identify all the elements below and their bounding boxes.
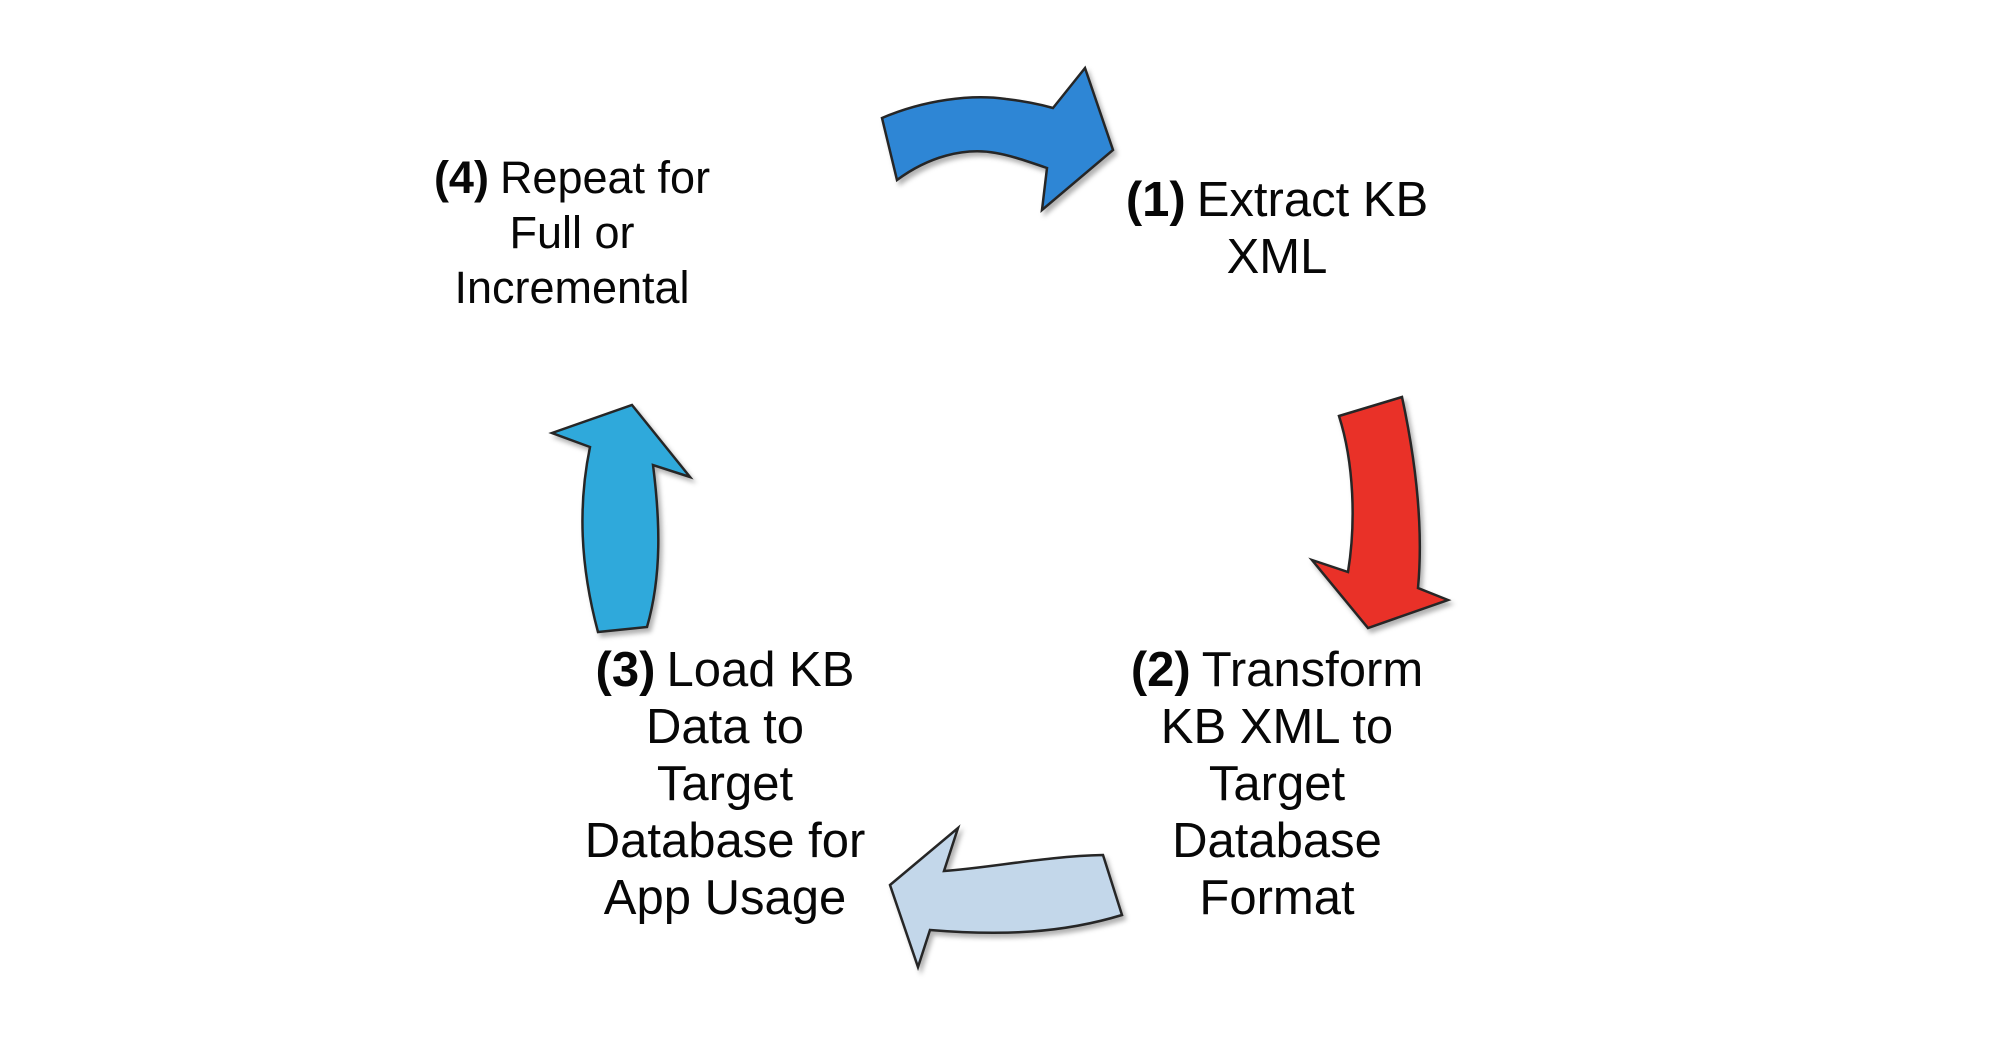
arrow-right-down-icon (1308, 395, 1452, 630)
step-3-line-1: (3)Load KB (475, 642, 975, 699)
arrow-top-right-icon (880, 65, 1115, 214)
step-2-line-3: Target (1208, 757, 1346, 811)
step-2-line-5: Format (1199, 871, 1355, 925)
arrow-bottom-left-icon (888, 824, 1124, 971)
arrow-right-shape (1308, 395, 1452, 630)
step-3-text: Load KB (666, 643, 855, 697)
step-3-number: (3) (595, 643, 656, 697)
step-1-line-1: (1)Extract KB (1027, 172, 1527, 229)
step-2-label: (2)Transform KB XML to Target Database F… (1027, 642, 1527, 927)
arrow-top-shape (880, 65, 1115, 214)
step-3-line-2: Data to (646, 700, 804, 754)
step-1-text: Extract KB (1196, 173, 1429, 227)
step-2-text: Transform (1201, 643, 1424, 697)
step-4-line-1: (4)Repeat for (322, 150, 822, 205)
step-3-line-5: App Usage (603, 871, 847, 925)
step-3-label: (3)Load KB Data to Target Database for A… (475, 642, 975, 927)
step-2-line-1: (2)Transform (1027, 642, 1527, 699)
step-3-line-3: Target (656, 757, 794, 811)
step-1-number: (1) (1125, 173, 1186, 227)
step-4-number: (4) (433, 152, 489, 203)
arrow-left-shape (548, 403, 694, 634)
step-2-number: (2) (1130, 643, 1191, 697)
step-3-line-4: Database for (584, 814, 866, 868)
arrow-bottom-shape (888, 824, 1124, 971)
step-4-label: (4)Repeat for Full or Incremental (322, 150, 822, 315)
arrow-left-up-icon (548, 403, 694, 634)
step-4-line-2: Full or (509, 207, 635, 258)
step-2-line-4: Database (1172, 814, 1382, 868)
step-1-line-2: XML (1226, 230, 1328, 284)
step-1-label: (1)Extract KB XML (1027, 172, 1527, 286)
step-2-line-2: KB XML to (1160, 700, 1394, 754)
step-4-text: Repeat for (499, 152, 711, 203)
step-4-line-3: Incremental (454, 262, 690, 313)
